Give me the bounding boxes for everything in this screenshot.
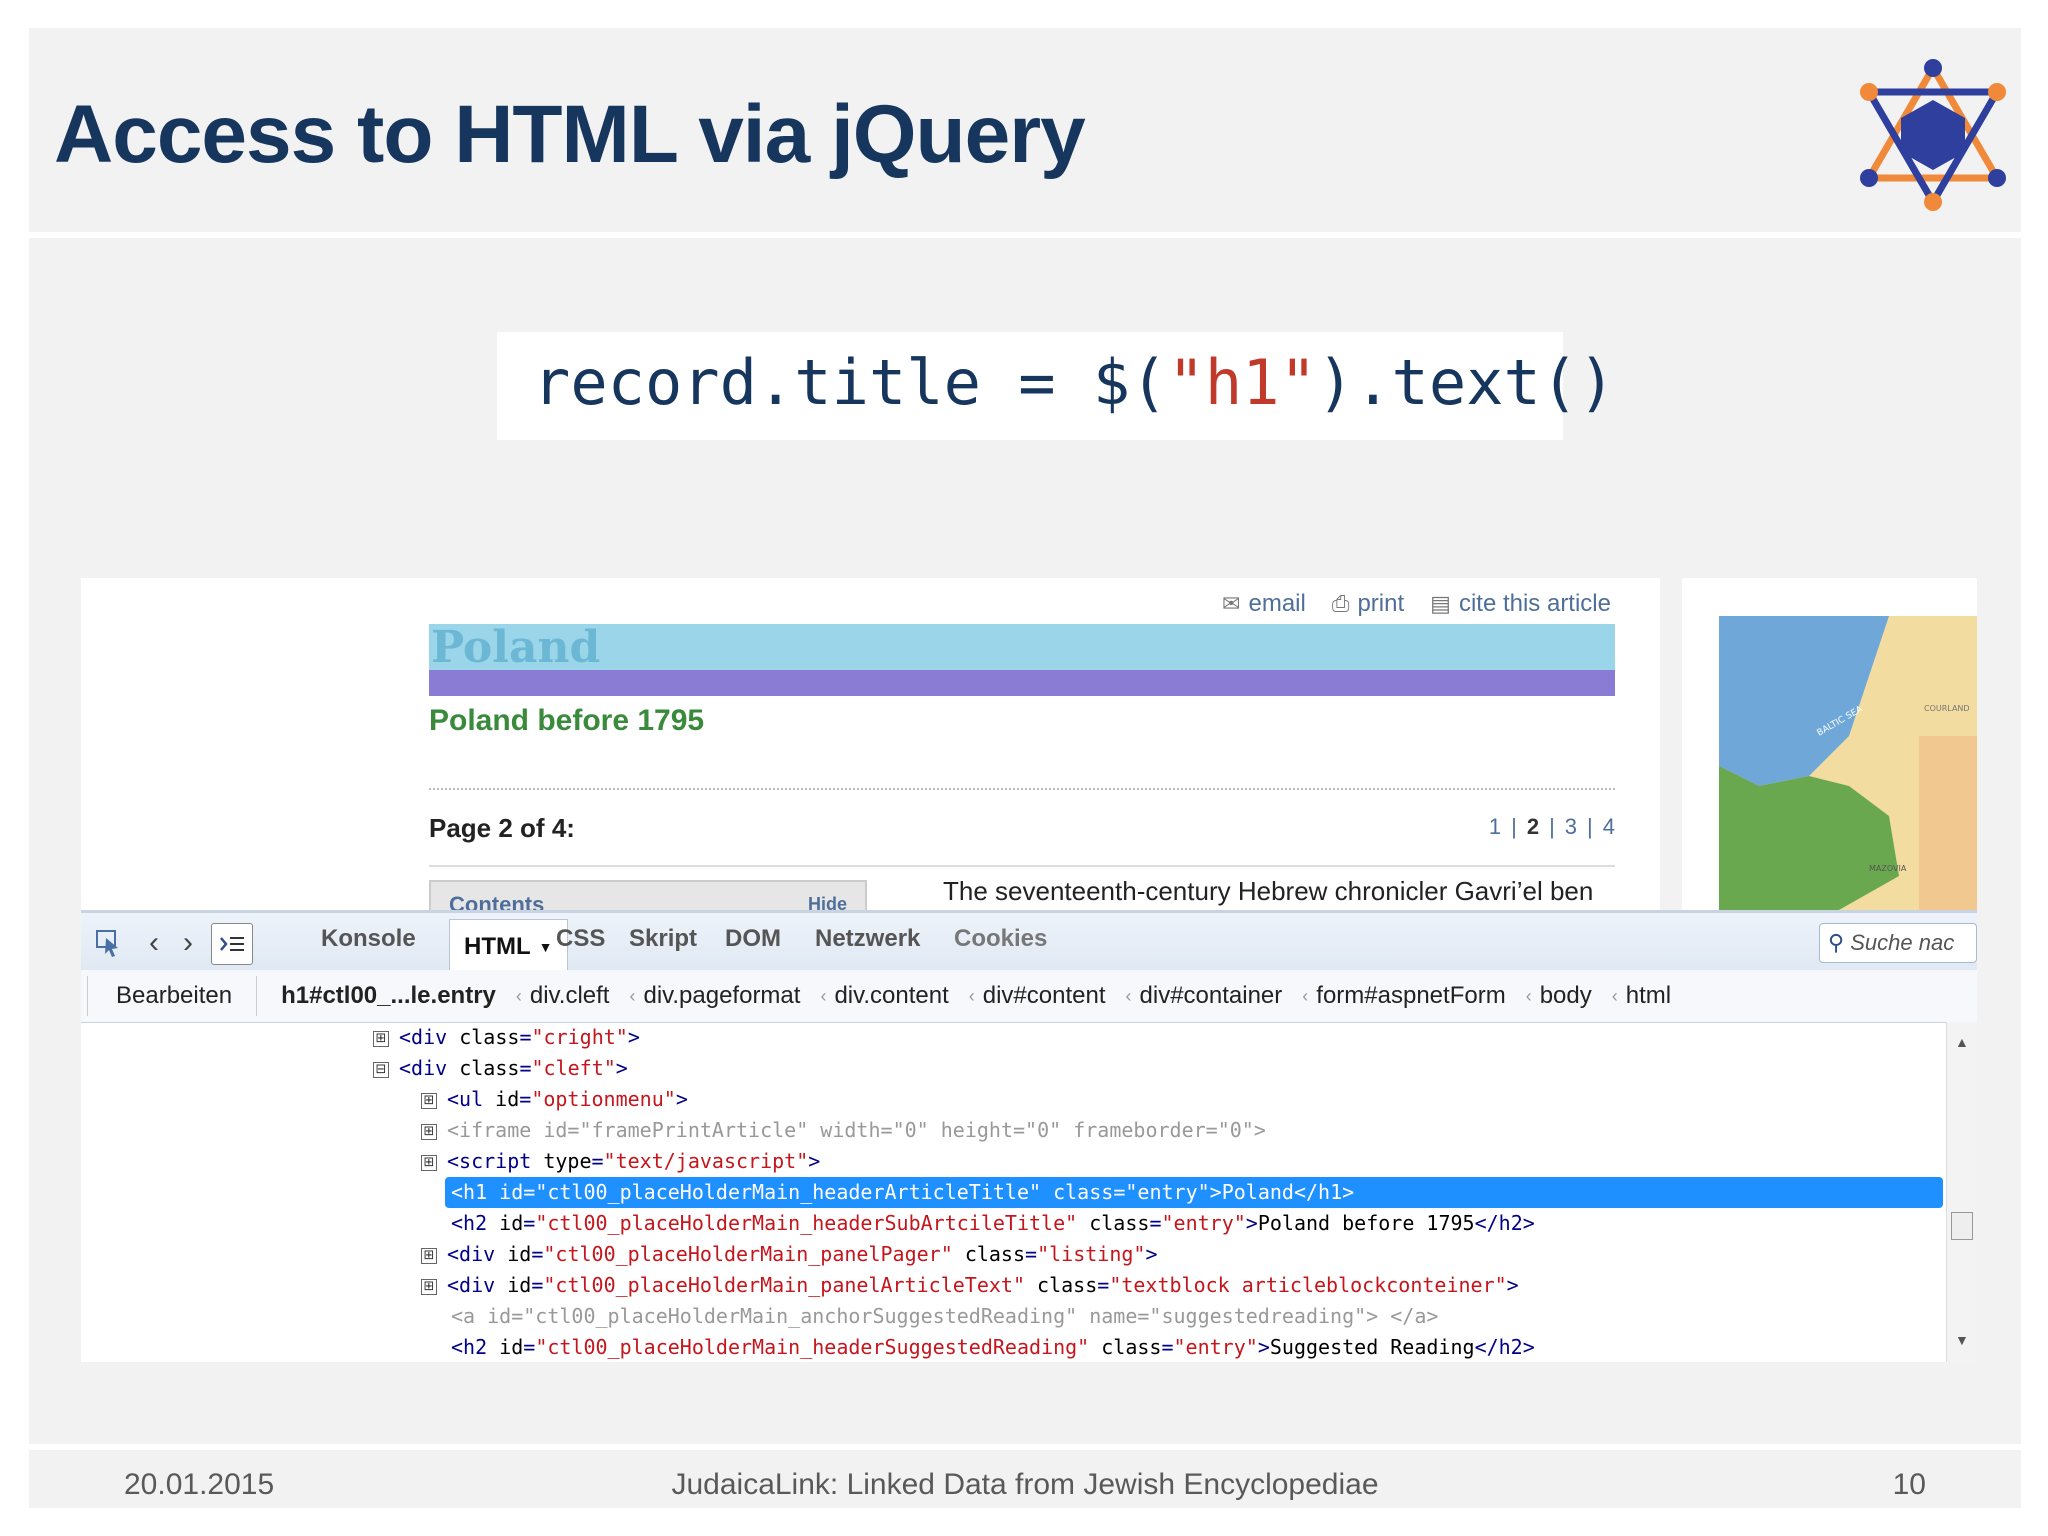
browser-screenshot: ✉email ⎙print ▤cite this article Poland … <box>81 578 1977 1362</box>
page-number: 10 <box>1892 1468 1926 1501</box>
chevron-left-icon: ‹ <box>1302 985 1309 1006</box>
article-subtitle: Poland before 1795 <box>429 704 705 737</box>
breadcrumb-item[interactable]: ‹div.pageformat <box>629 982 801 1009</box>
map-label-mazovia: MAZOVIA <box>1869 864 1907 873</box>
h1-highlight: Poland <box>429 622 1615 673</box>
scroll-down-arrow-icon[interactable]: ▼ <box>1955 1332 1969 1348</box>
email-link[interactable]: ✉email <box>1222 590 1306 617</box>
document-icon: ▤ <box>1430 591 1451 616</box>
breadcrumb: Bearbeiten h1#ctl00_...le.entry ‹div.cle… <box>81 970 1977 1023</box>
tree-node[interactable]: ⊞<iframe id="framePrintArticle" width="0… <box>421 1115 1266 1146</box>
scrollbar-thumb[interactable] <box>1951 1212 1973 1240</box>
tree-node[interactable]: ⊞<script type="text/javascript"> <box>421 1146 820 1177</box>
gutter <box>1660 578 1682 910</box>
pager-link-4[interactable]: 4 <box>1602 814 1615 839</box>
chevron-left-icon: ‹ <box>629 985 636 1006</box>
contents-hide-toggle[interactable]: Hide <box>807 894 847 914</box>
slide-header: Access to HTML via jQuery <box>29 28 2021 238</box>
tab-netzwerk[interactable]: Netzwerk <box>815 925 921 952</box>
collapse-icon[interactable]: ⊟ <box>373 1061 389 1078</box>
slide-title: Access to HTML via jQuery <box>54 89 1086 180</box>
slide: Access to HTML via jQuery record.title =… <box>29 28 2021 1508</box>
envelope-icon: ✉ <box>1222 591 1241 616</box>
expand-icon[interactable]: ⊞ <box>421 1247 437 1264</box>
star-of-david-molecule-icon <box>1860 59 2006 211</box>
search-icon: ⚲ <box>1828 930 1845 955</box>
expand-icon[interactable]: ⊞ <box>421 1123 437 1140</box>
pager-link-1[interactable]: 1 <box>1488 814 1502 839</box>
tab-cookies[interactable]: Cookies <box>954 925 1048 952</box>
dropdown-arrow-icon: ▼ <box>538 939 553 955</box>
firebug-toolbar: ‹ › Konsole HTML▼ CSS Skript DOM Netzwer… <box>81 910 1977 974</box>
code-snippet: record.title = $("h1").text() <box>497 332 1616 440</box>
vertical-scrollbar[interactable]: ▲ ▼ <box>1946 1022 1977 1362</box>
tree-node-selected[interactable]: <h1 id="ctl00_placeHolderMain_headerArti… <box>445 1177 1943 1208</box>
forward-arrow-icon[interactable]: › <box>183 926 193 959</box>
article-tools: ✉email ⎙print ▤cite this article <box>1222 590 1611 618</box>
breadcrumb-item[interactable]: ‹body <box>1525 982 1592 1009</box>
breadcrumb-item[interactable]: ‹div.content <box>820 982 949 1009</box>
inspect-cursor-icon[interactable] <box>89 923 129 963</box>
tab-konsole[interactable]: Konsole <box>321 925 416 952</box>
code-suffix: ).text() <box>1316 346 1616 419</box>
breadcrumb-item[interactable]: ‹div#container <box>1125 982 1283 1009</box>
pager-link-3[interactable]: 3 <box>1564 814 1578 839</box>
h1-padding-highlight <box>429 670 1615 696</box>
map-image: BALTIC SEA COURLAND MAZOVIA <box>1719 616 1977 910</box>
footer-date: 20.01.2015 <box>124 1468 275 1501</box>
breadcrumb-item[interactable]: ‹form#aspnetForm <box>1302 982 1506 1009</box>
web-page: ✉email ⎙print ▤cite this article Poland … <box>81 578 1977 924</box>
tree-node[interactable]: ⊟<div class="cleft"> <box>373 1053 628 1084</box>
command-line-icon[interactable] <box>211 923 253 965</box>
tree-node[interactable]: <a id="ctl00_placeHolderMain_anchorSugge… <box>451 1304 1439 1328</box>
divider <box>429 865 1615 867</box>
chevron-left-icon: ‹ <box>515 985 522 1006</box>
chevron-left-icon: ‹ <box>1125 985 1132 1006</box>
expand-icon[interactable]: ⊞ <box>373 1030 389 1047</box>
tree-node[interactable]: <h2 id="ctl00_placeHolderMain_headerSubA… <box>451 1211 1535 1235</box>
code-prefix: record.title = $( <box>533 346 1168 419</box>
breadcrumb-item[interactable]: ‹html <box>1611 982 1672 1009</box>
tree-node[interactable]: ⊞<div class="cright"> <box>373 1022 640 1053</box>
footer-divider <box>29 1444 2021 1450</box>
footer-title: JudaicaLink: Linked Data from Jewish Enc… <box>671 1468 1379 1501</box>
scroll-up-arrow-icon[interactable]: ▲ <box>1955 1034 1969 1050</box>
tab-html[interactable]: HTML▼ <box>449 919 568 974</box>
pager: 1| 2| 3| 4 <box>1488 814 1615 839</box>
tree-node[interactable]: <h2 id="ctl00_placeHolderMain_headerSugg… <box>451 1335 1535 1359</box>
search-input[interactable]: ⚲ Suche nac <box>1819 923 1977 963</box>
breadcrumb-item[interactable]: ‹div.cleft <box>515 982 610 1009</box>
chevron-left-icon: ‹ <box>968 985 975 1006</box>
tree-node[interactable]: ⊞<div id="ctl00_placeHolderMain_panelArt… <box>421 1270 1519 1301</box>
tab-css[interactable]: CSS <box>556 925 606 952</box>
chevron-left-icon: ‹ <box>1611 985 1618 1006</box>
tab-skript[interactable]: Skript <box>629 925 698 952</box>
code-string: "h1" <box>1167 346 1317 419</box>
breadcrumb-item[interactable]: ‹div#content <box>968 982 1106 1009</box>
article-body: The seventeenth-century Hebrew chronicle… <box>943 876 1594 906</box>
printer-icon: ⎙ <box>1331 591 1350 616</box>
breadcrumb-item[interactable]: h1#ctl00_...le.entry <box>281 982 496 1009</box>
back-arrow-icon[interactable]: ‹ <box>149 926 159 959</box>
article-title: Poland <box>431 622 601 673</box>
expand-icon[interactable]: ⊞ <box>421 1278 437 1295</box>
chevron-left-icon: ‹ <box>820 985 827 1006</box>
page-indicator: Page 2 of 4: <box>429 813 575 843</box>
html-tree: ⊞<div class="cright"> ⊟<div class="cleft… <box>81 1022 1947 1362</box>
expand-icon[interactable]: ⊞ <box>421 1154 437 1171</box>
firebug-panel: ‹ › Konsole HTML▼ CSS Skript DOM Netzwer… <box>81 910 1977 1362</box>
expand-icon[interactable]: ⊞ <box>421 1092 437 1109</box>
divider <box>429 788 1615 790</box>
tree-node[interactable]: ⊞<div id="ctl00_placeHolderMain_panelPag… <box>421 1239 1158 1270</box>
pager-current-2: 2 <box>1526 814 1540 839</box>
print-link[interactable]: ⎙print <box>1331 590 1405 617</box>
tree-node[interactable]: ⊞<ul id="optionmenu"> <box>421 1084 688 1115</box>
edit-button[interactable]: Bearbeiten <box>87 976 258 1016</box>
chevron-left-icon: ‹ <box>1525 985 1532 1006</box>
tab-dom[interactable]: DOM <box>725 925 781 952</box>
cite-link[interactable]: ▤cite this article <box>1430 590 1611 617</box>
map-label-courland: COURLAND <box>1924 704 1970 713</box>
